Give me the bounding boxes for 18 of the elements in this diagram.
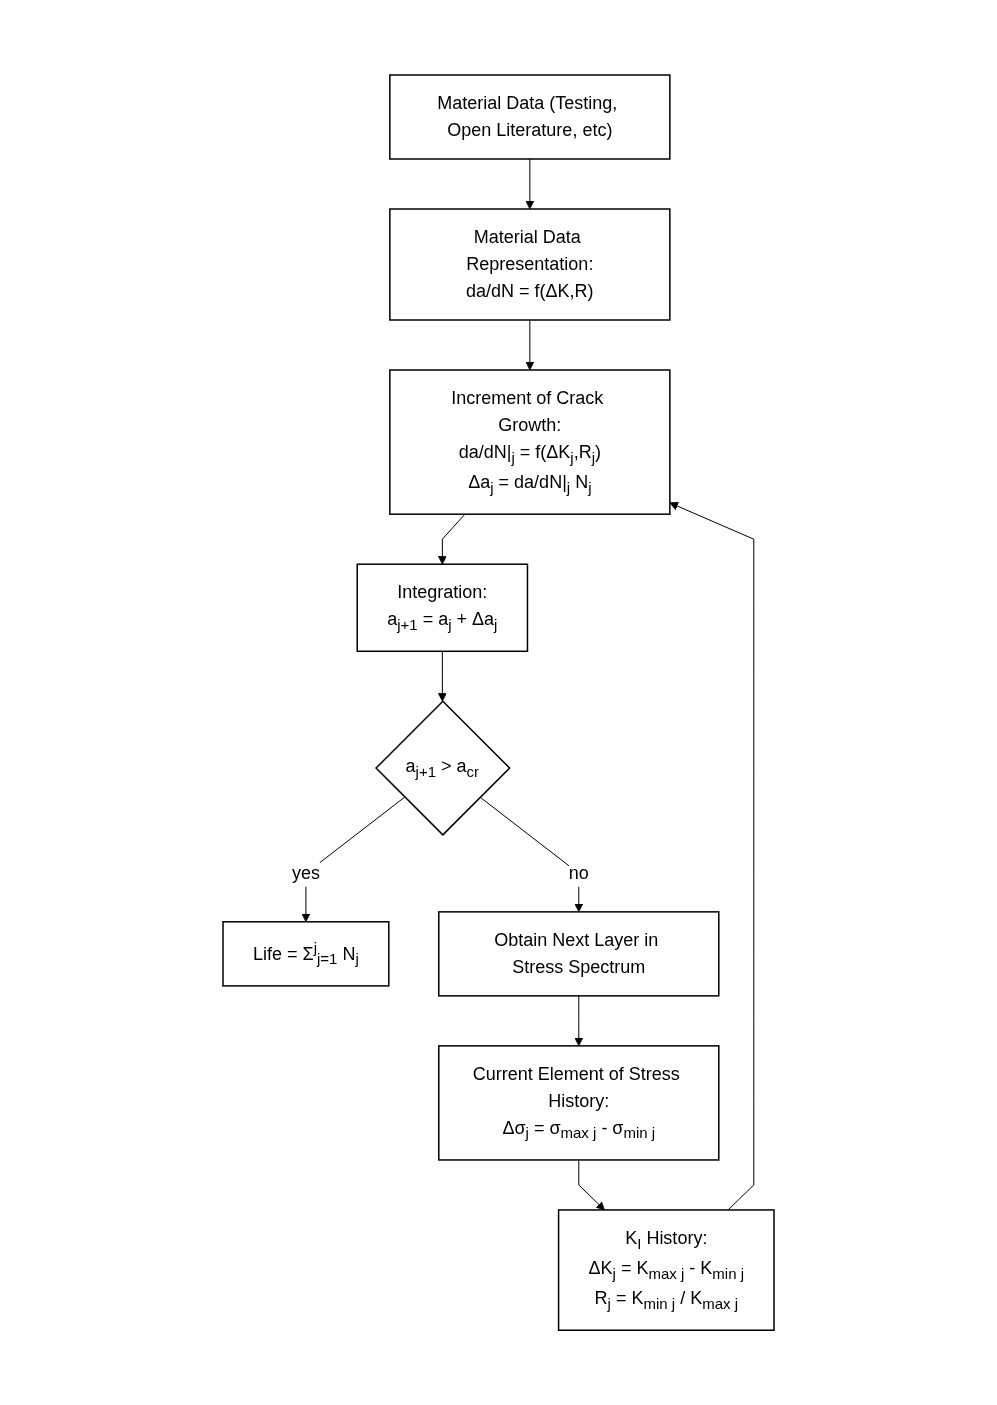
node-box: Obtain Next Layer in Stress Spectrum <box>438 911 720 997</box>
edge-label: yes <box>291 862 320 883</box>
arrow <box>437 513 466 565</box>
arrow <box>437 650 447 702</box>
node-box: Current Element of Stress History: Δσ$_{j}$ = σ$_{max j}$ - σ$_{min j}$ <box>438 1045 720 1161</box>
node-box: Integration: a$_{j+1}$ = a$_{j}$ + Δa$_{j}$ <box>356 563 529 652</box>
edge-label: no <box>568 862 589 883</box>
arrow <box>574 995 584 1047</box>
node-box: K$_{I}$ History: ΔK$_{j}$ = K$_{max j}$ - K$_{min j}$ R$_{j}$ = K$_{min j}$ / K$_{max j}$ <box>557 1209 775 1331</box>
node-box: Increment of Crack Growth: da/dN|$_{j}$ = f(ΔK$_{j}$,R$_{j}$) Δa$_{j}$ = da/dN|$_{j}$ N$_{j}$ <box>389 369 671 515</box>
node-box: Material Data (Testing, Open Literature, etc) <box>389 74 671 160</box>
arrow <box>578 1159 605 1211</box>
node-diamond: a$_{j+1}$ > a$_{cr}$ <box>374 700 511 836</box>
arrow <box>525 319 535 371</box>
node-box: Life = Σ$^{j}$$_{j=1}$ N$_{j}$ <box>222 920 390 987</box>
arrow <box>525 158 535 210</box>
node-box: Material Data Representation: da/dN = f(ΔK,R) <box>389 208 671 321</box>
arrow <box>669 501 755 1211</box>
